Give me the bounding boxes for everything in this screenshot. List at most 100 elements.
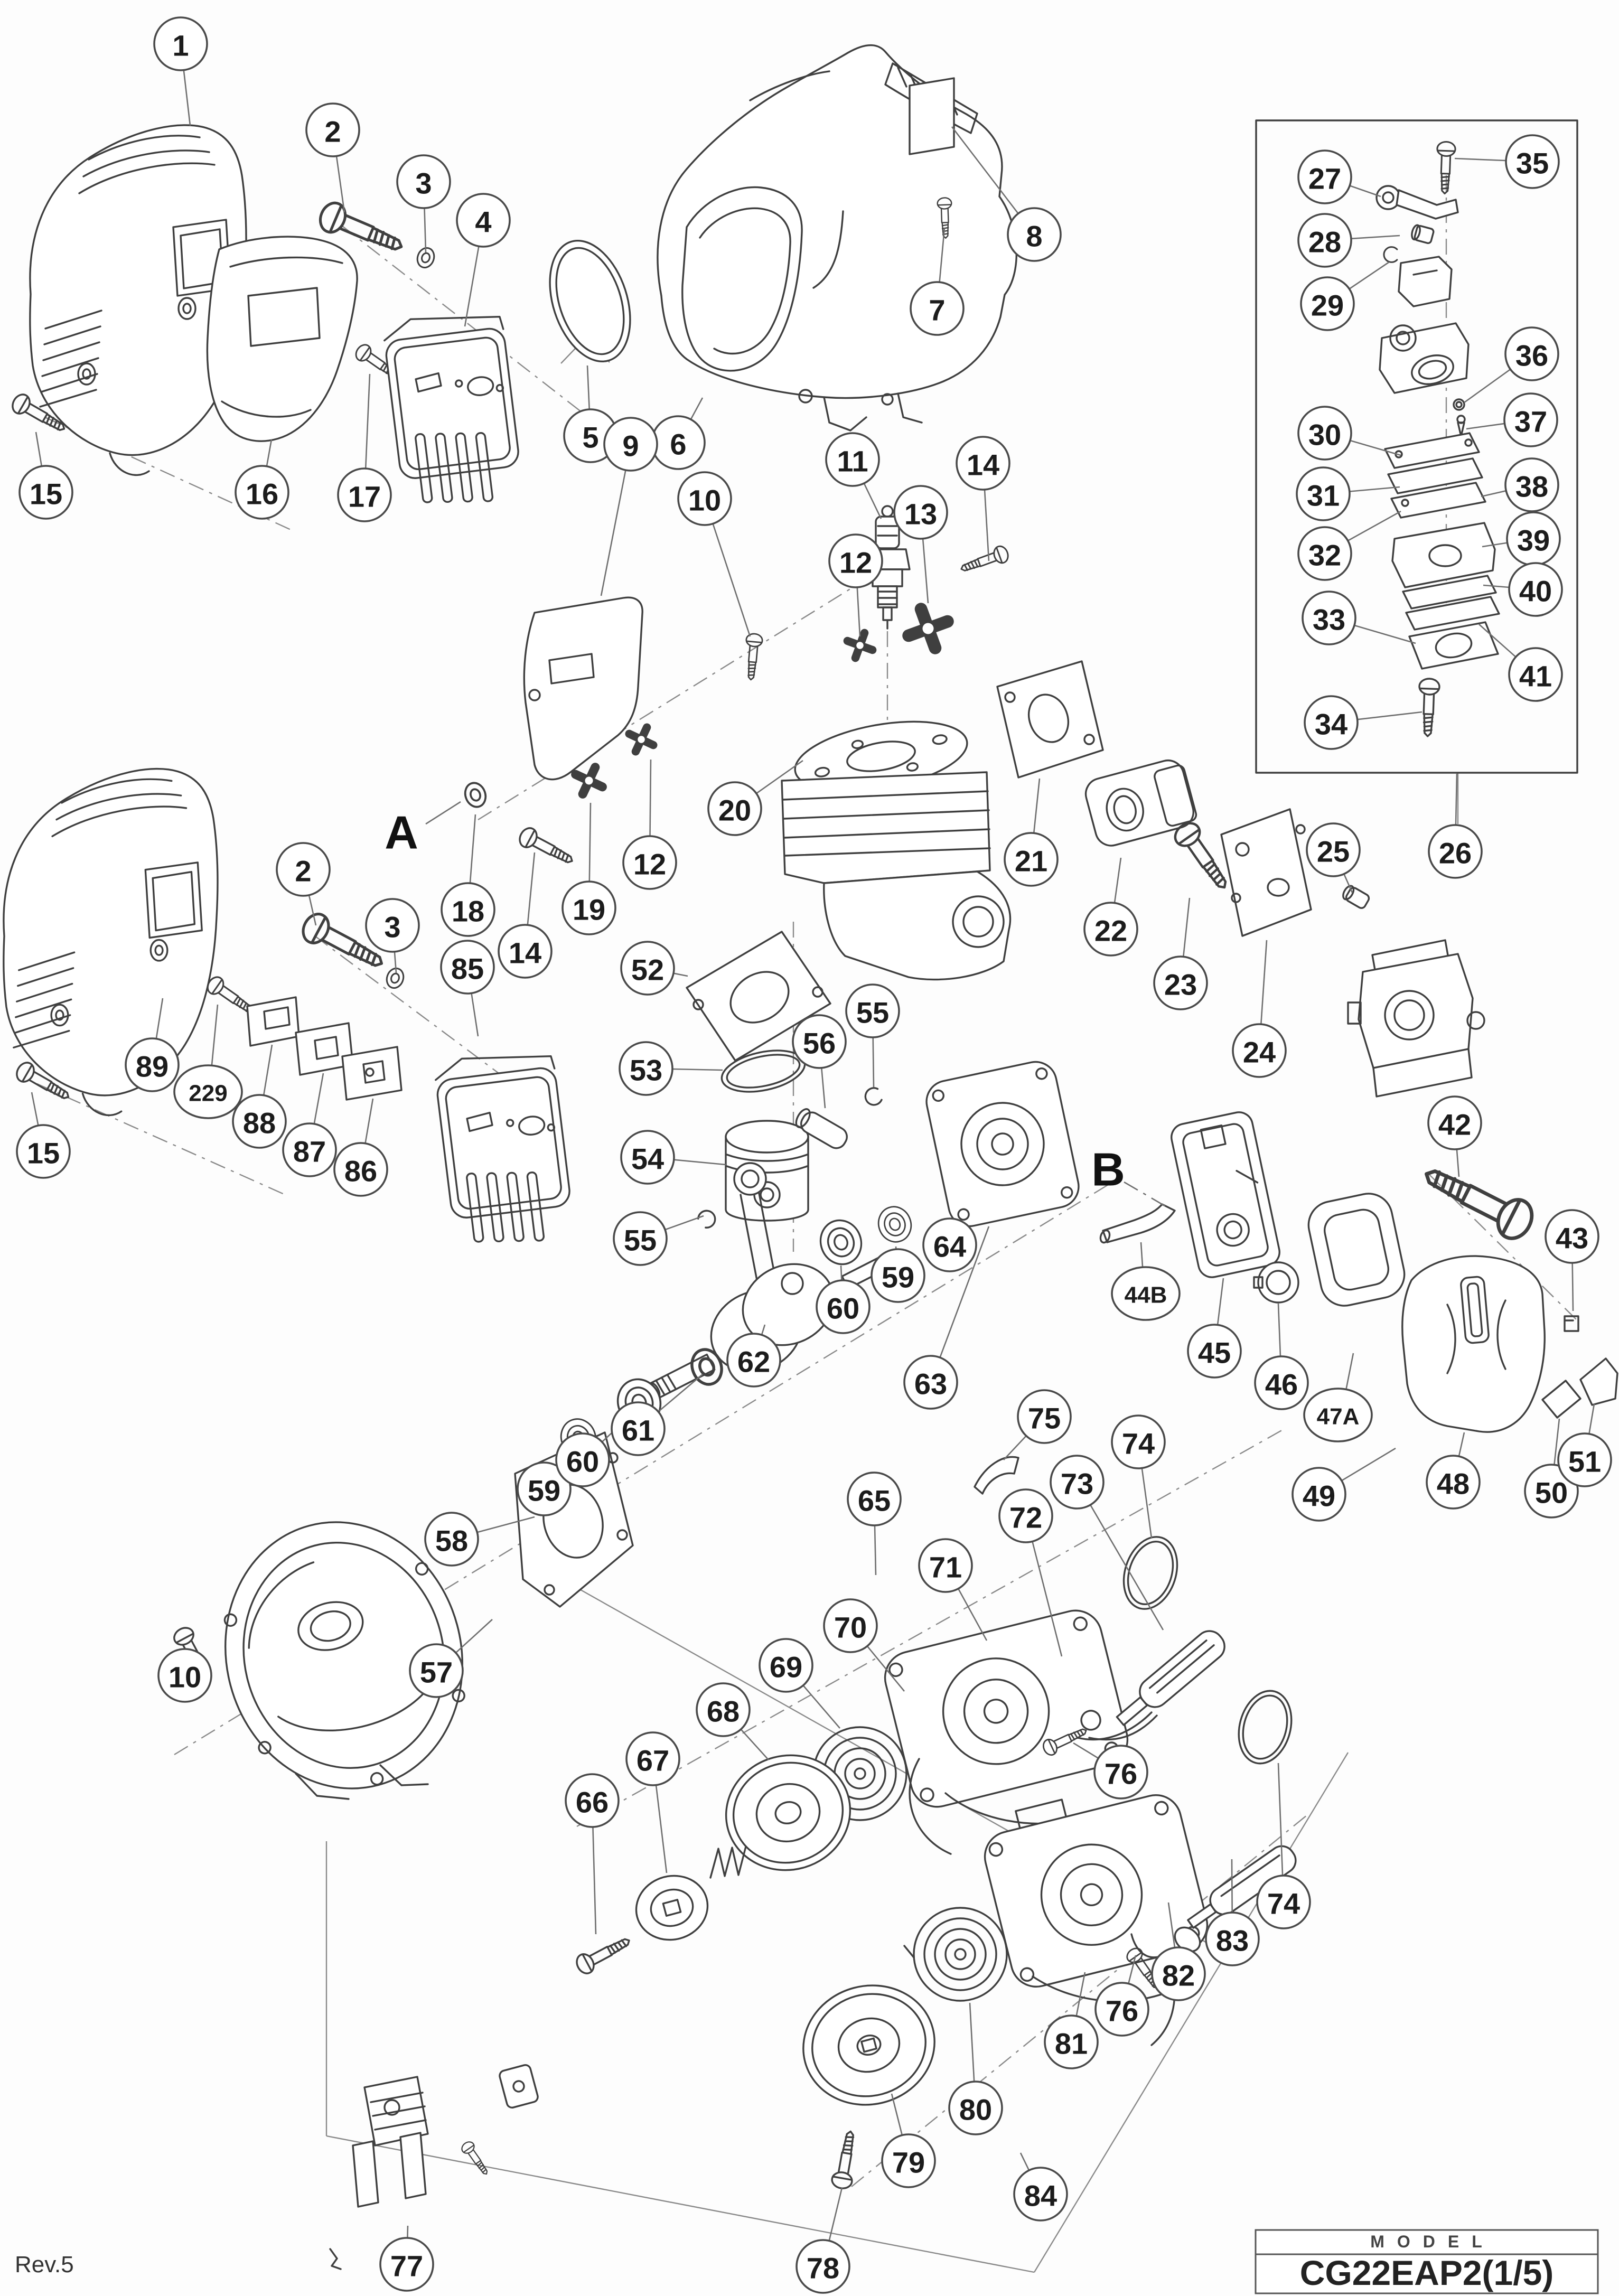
part-washer-18 xyxy=(461,779,490,811)
callout-16: 16 xyxy=(235,439,289,520)
callout-number-10: 10 xyxy=(688,484,721,517)
callout-32: 32 xyxy=(1297,510,1401,581)
callout-25: 25 xyxy=(1306,822,1361,893)
callout-balloon-12 xyxy=(828,533,883,588)
callout-number-33: 33 xyxy=(1313,603,1345,636)
callout-number-15: 15 xyxy=(30,477,62,511)
callout-leader-62 xyxy=(761,1324,766,1335)
callout-number-49: 49 xyxy=(1303,1479,1335,1513)
callout-75: 75 xyxy=(1003,1389,1072,1460)
callout-balloon-52 xyxy=(620,941,675,996)
callout-number-57: 57 xyxy=(420,1656,453,1689)
callout-10: 10 xyxy=(677,471,751,637)
callout-balloon-89 xyxy=(125,1037,180,1092)
callout-number-88: 88 xyxy=(243,1107,276,1140)
callout-61: 61 xyxy=(611,1374,703,1456)
callout-leader-37 xyxy=(1466,423,1505,430)
callout-balloon-17 xyxy=(337,467,392,522)
callout-33: 33 xyxy=(1302,591,1416,645)
callout-balloon-7 xyxy=(910,281,965,336)
callout-number-17: 17 xyxy=(348,480,381,513)
callout-21: 21 xyxy=(1004,778,1059,887)
callout-1: 1 xyxy=(153,16,208,126)
part-carb-top-body xyxy=(1379,322,1470,394)
callout-leader-27 xyxy=(1349,185,1381,198)
callout-leader-61 xyxy=(658,1374,703,1412)
part-muffler-85 xyxy=(432,1046,576,1252)
callout-number-43: 43 xyxy=(1556,1222,1588,1255)
callout-number-59: 59 xyxy=(528,1474,560,1507)
callout-22: 22 xyxy=(1083,857,1138,957)
callout-leader-50 xyxy=(1554,1418,1560,1465)
callout-44B: 44B xyxy=(1111,1242,1181,1321)
callout-number-71: 71 xyxy=(929,1551,962,1584)
model-label: MODEL xyxy=(1370,2232,1495,2251)
callout-number-12: 12 xyxy=(839,546,872,579)
callout-number-65: 65 xyxy=(858,1484,891,1517)
callout-79: 79 xyxy=(881,2093,936,2188)
callout-leader-57 xyxy=(455,1619,493,1654)
callout-balloon-78 xyxy=(796,2239,850,2294)
callout-58: 58 xyxy=(424,1512,535,1567)
part-bearing-59b xyxy=(873,1201,917,1248)
part-plate-51 xyxy=(1579,1357,1618,1406)
callout-leader-8 xyxy=(951,126,1019,214)
callout-balloon-38 xyxy=(1504,457,1559,512)
callout-balloon-42 xyxy=(1427,1095,1482,1150)
ref-label-text-A: A xyxy=(385,807,418,859)
callout-number-86: 86 xyxy=(344,1155,377,1188)
part-crankcase-63 xyxy=(925,1061,1080,1227)
part-top-cover-6 xyxy=(657,44,1017,432)
callout-15: 15 xyxy=(16,1092,71,1179)
part-screw-10 xyxy=(742,632,764,681)
callout-leader-4 xyxy=(464,246,480,327)
callout-balloon-61 xyxy=(611,1401,666,1456)
part-screw-78 xyxy=(829,2129,862,2191)
callout-number-51: 51 xyxy=(1568,1445,1601,1478)
callout-balloon-65 xyxy=(847,1472,902,1526)
callout-number-76: 76 xyxy=(1106,1994,1138,2028)
callout-18: 18 xyxy=(441,814,495,937)
callout-leader-21 xyxy=(1033,778,1041,833)
part-plug-25 xyxy=(1342,885,1370,909)
callout-leader-1 xyxy=(183,70,191,126)
callout-leader-87 xyxy=(313,1073,324,1124)
part-insulator-22 xyxy=(1084,760,1197,847)
callout-60: 60 xyxy=(555,1412,634,1487)
callout-leader-14 xyxy=(984,489,990,561)
callout-83: 83 xyxy=(1205,1859,1260,1966)
part-plate-33 xyxy=(1408,621,1499,670)
callout-balloon-84 xyxy=(1013,2167,1068,2222)
callout-87: 87 xyxy=(282,1073,337,1177)
callout-balloon-85 xyxy=(440,940,495,995)
callout-number-61: 61 xyxy=(622,1414,654,1447)
part-piston-54 xyxy=(725,1120,809,1222)
callout-leader-22 xyxy=(1113,857,1122,903)
revision-label: Rev.5 xyxy=(15,2252,74,2278)
callout-balloon-59 xyxy=(517,1461,572,1516)
callout-76: 76 xyxy=(1073,1742,1148,1800)
callout-49: 49 xyxy=(1292,1447,1396,1522)
callout-leader-42 xyxy=(1456,1149,1460,1177)
callout-balloon-3 xyxy=(396,154,451,209)
callout-50: 50 xyxy=(1524,1418,1579,1519)
callout-29: 29 xyxy=(1300,261,1390,331)
model-number: CG22EAP2(1/5) xyxy=(1300,2253,1554,2292)
part-gasket-40 xyxy=(1402,575,1497,610)
callout-leader-44B xyxy=(1140,1242,1144,1268)
callout-balloon-36 xyxy=(1504,326,1559,381)
callout-64: 64 xyxy=(922,1217,977,1272)
part-mount-13 xyxy=(902,602,954,655)
callout-leader-73 xyxy=(1090,1504,1164,1630)
callout-balloon-79 xyxy=(881,2133,936,2188)
part-bracket-45 xyxy=(1171,1111,1280,1278)
callout-15: 15 xyxy=(18,432,73,520)
callout-74: 74 xyxy=(1111,1414,1166,1539)
callout-balloon-26 xyxy=(1428,824,1483,879)
carburetor-detail-box xyxy=(1255,119,1578,774)
callout-leader-78 xyxy=(828,2187,843,2241)
callout-balloon-87 xyxy=(282,1122,337,1177)
part-screw-14b xyxy=(516,824,578,871)
callout-59: 59 xyxy=(871,1246,925,1303)
callout-14: 14 xyxy=(498,852,553,979)
